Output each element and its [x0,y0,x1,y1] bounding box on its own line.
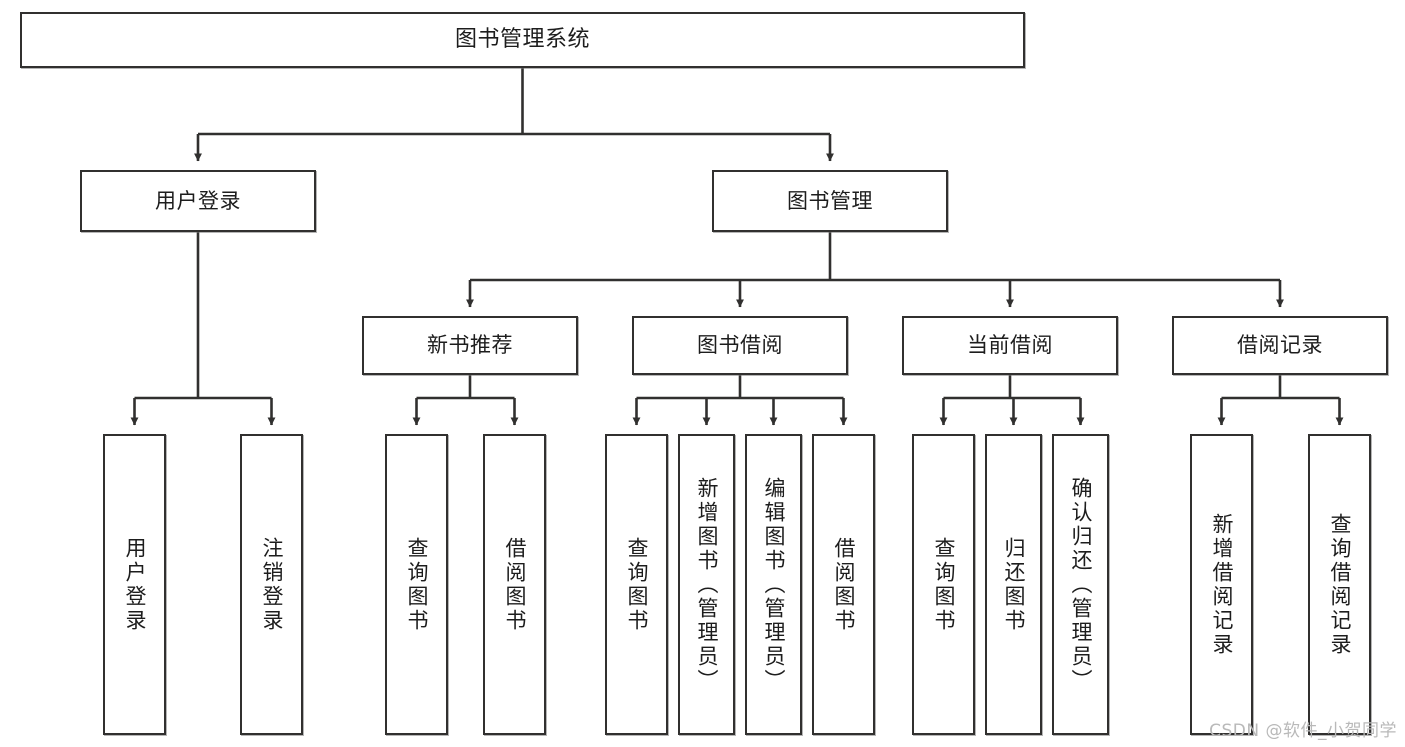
node-label: 图书借阅 [697,333,783,358]
node-borrow-record[interactable]: 借阅记录 [1172,316,1388,375]
node-label: 当前借阅 [967,333,1053,358]
node-leaf-bb-add[interactable]: 新增图书（管理员） [678,434,735,735]
node-label: 用户登录 [123,536,147,633]
node-label: 借阅图书 [503,536,527,633]
node-leaf-cb-confirm[interactable]: 确认归还（管理员） [1052,434,1109,735]
node-leaf-bb-borrow[interactable]: 借阅图书 [812,434,875,735]
node-leaf-br-query[interactable]: 查询借阅记录 [1308,434,1371,735]
csdn-watermark: CSDN @软件_小贺同学 [1209,721,1397,741]
node-label: 图书管理 [787,188,873,213]
node-label: 归还图书 [1002,536,1026,633]
node-current-borrow[interactable]: 当前借阅 [902,316,1118,375]
node-leaf-rec-query[interactable]: 查询图书 [385,434,448,735]
node-leaf-bb-query[interactable]: 查询图书 [605,434,668,735]
node-label: 借阅图书 [832,536,856,633]
node-leaf-cb-return[interactable]: 归还图书 [985,434,1042,735]
node-label: 确认归还（管理员） [1069,476,1093,693]
node-book-mgmt[interactable]: 图书管理 [712,170,948,232]
node-leaf-user-logout[interactable]: 注销登录 [240,434,303,735]
node-label: 查询图书 [932,536,956,633]
node-leaf-cb-query[interactable]: 查询图书 [912,434,975,735]
node-leaf-br-add[interactable]: 新增借阅记录 [1190,434,1253,735]
node-root[interactable]: 图书管理系统 [20,12,1025,68]
node-label: 图书管理系统 [454,27,590,53]
node-label: 编辑图书（管理员） [762,476,786,693]
node-label: 查询借阅记录 [1328,512,1352,657]
node-label: 用户登录 [155,188,241,213]
node-label: 新增借阅记录 [1210,512,1234,657]
node-label: 查询图书 [625,536,649,633]
node-label: 新书推荐 [427,333,513,358]
node-label: 注销登录 [260,536,284,633]
node-label: 查询图书 [405,536,429,633]
node-label: 借阅记录 [1237,333,1323,358]
node-user-login[interactable]: 用户登录 [80,170,316,232]
node-book-borrow[interactable]: 图书借阅 [632,316,848,375]
node-leaf-user-login[interactable]: 用户登录 [103,434,166,735]
node-leaf-rec-borrow[interactable]: 借阅图书 [483,434,546,735]
node-leaf-bb-edit[interactable]: 编辑图书（管理员） [745,434,802,735]
node-label: 新增图书（管理员） [695,476,719,693]
node-new-book-rec[interactable]: 新书推荐 [362,316,578,375]
